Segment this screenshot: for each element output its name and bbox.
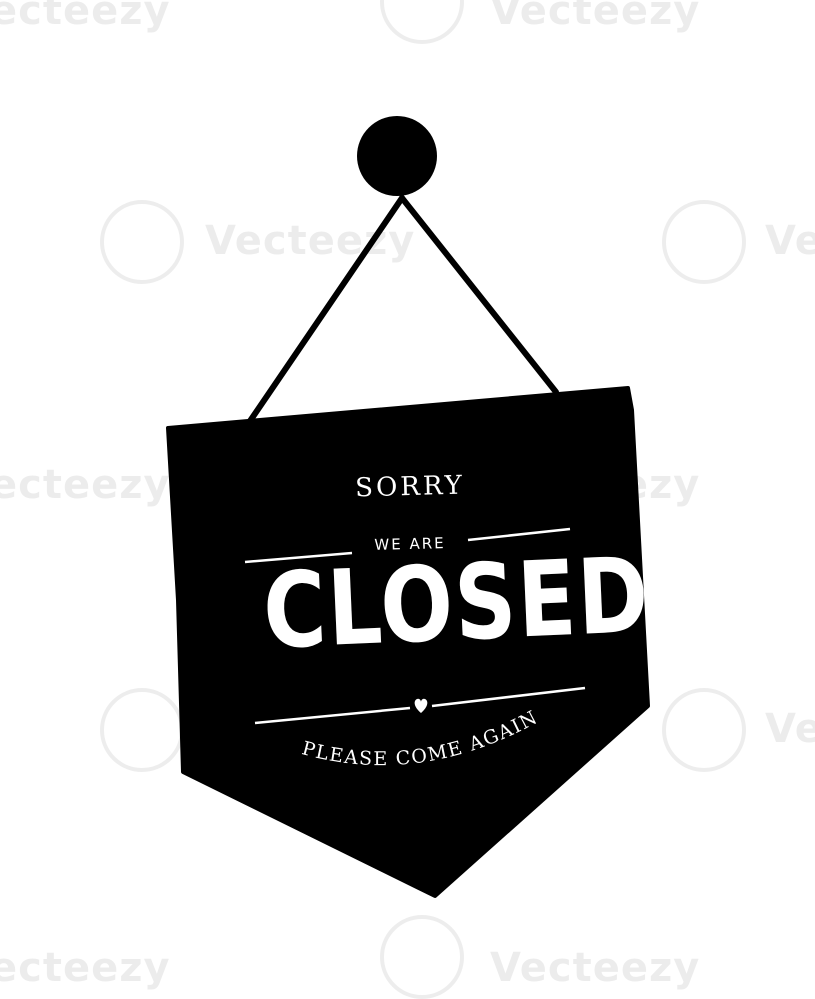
wall-hook	[357, 116, 437, 196]
rule-bottom-right	[431, 686, 586, 708]
heart-icon	[414, 698, 428, 713]
watermark-logo	[100, 200, 184, 284]
watermark-text: Ve	[765, 706, 815, 752]
closed-headline: CLOSED	[260, 533, 653, 673]
watermark-text: ecteezy	[0, 462, 171, 508]
hanging-cord-left	[245, 195, 405, 427]
rule-bottom-left	[254, 706, 411, 725]
sign-board	[166, 386, 650, 898]
rule-top-left	[244, 551, 353, 564]
watermark-text: Vecteezy	[490, 0, 701, 34]
watermark-text: Vecteezy	[205, 218, 416, 264]
watermark-logo	[662, 200, 746, 284]
sorry-label: SORRY	[354, 470, 466, 504]
watermark-logo	[662, 688, 746, 772]
hanging-cord-right	[399, 195, 559, 395]
watermark-text: Ve	[765, 218, 815, 264]
rule-top-right	[467, 527, 571, 542]
watermark-text: ecteezy	[0, 0, 171, 34]
